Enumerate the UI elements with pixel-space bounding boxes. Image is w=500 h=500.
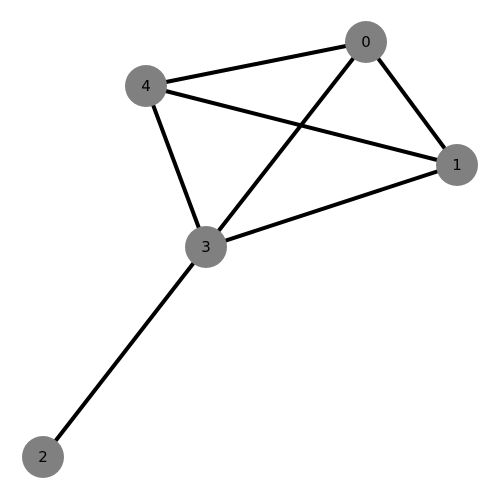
node-label: 0 bbox=[361, 33, 371, 51]
edge-4-3 bbox=[144, 85, 208, 248]
nodes-layer: 0 1 2 3 4 bbox=[22, 21, 478, 478]
node-3: 3 bbox=[185, 226, 227, 268]
node-label: 2 bbox=[38, 448, 48, 466]
edges-layer bbox=[41, 40, 459, 459]
node-circle bbox=[436, 144, 478, 186]
node-circle bbox=[22, 436, 64, 478]
node-0: 0 bbox=[345, 21, 387, 63]
edge-0-1 bbox=[364, 40, 459, 167]
edge-3-1 bbox=[205, 163, 458, 249]
node-label: 3 bbox=[201, 238, 211, 256]
node-circle bbox=[185, 226, 227, 268]
node-label: 4 bbox=[141, 77, 151, 95]
node-circle bbox=[345, 21, 387, 63]
edge-4-1 bbox=[145, 84, 458, 167]
node-circle bbox=[125, 65, 167, 107]
node-label: 1 bbox=[452, 156, 462, 174]
node-4: 4 bbox=[125, 65, 167, 107]
node-2: 2 bbox=[22, 436, 64, 478]
edge-0-4 bbox=[145, 40, 367, 88]
edge-0-3 bbox=[204, 40, 368, 249]
edge-3-2 bbox=[41, 245, 208, 459]
node-1: 1 bbox=[436, 144, 478, 186]
